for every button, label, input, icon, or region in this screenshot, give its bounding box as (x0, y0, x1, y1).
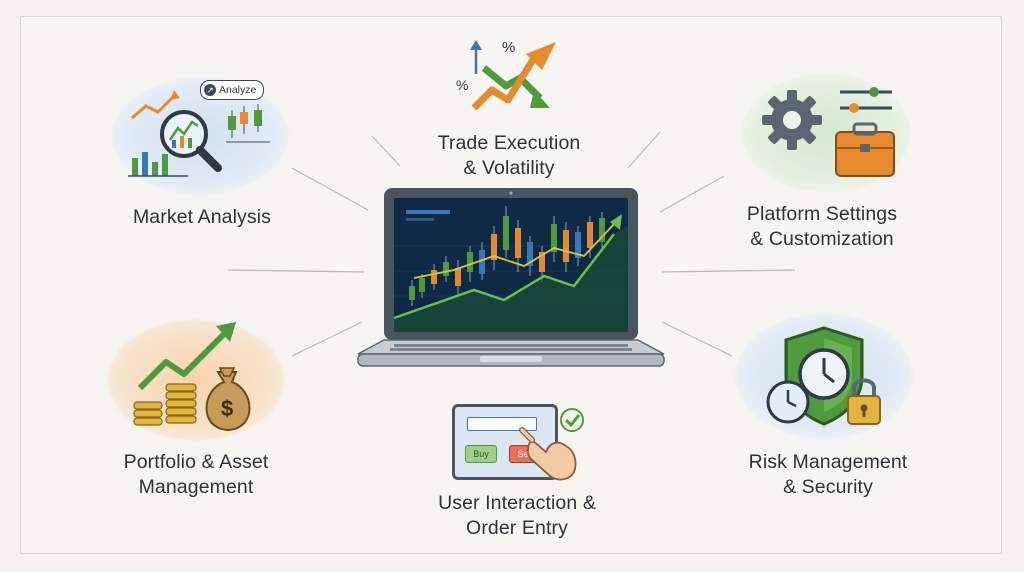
connector-risk (661, 321, 733, 357)
analyze-badge-label: Analyze (219, 84, 257, 96)
market-analysis-icon (128, 90, 270, 177)
platform-settings-label: Platform Settings & Customization (716, 202, 928, 252)
analyze-badge: ↗ Analyze (200, 80, 264, 100)
user-interaction-line1: User Interaction & (438, 492, 596, 514)
trading-laptop (357, 188, 665, 367)
buy-button[interactable]: Buy (465, 445, 497, 463)
platform-settings-line1: Platform Settings (746, 203, 898, 225)
connector-portfolio (291, 321, 363, 357)
arrow-up-right-icon: ↗ (204, 84, 216, 96)
pointing-hand-icon (519, 408, 584, 481)
trade-execution-icon: % % (456, 39, 556, 111)
user-interaction-line2: Order Entry (466, 517, 568, 539)
risk-label: Risk Management & Security (726, 450, 930, 500)
portfolio-line2: Management (138, 476, 254, 498)
connector-platform-settings (659, 175, 725, 213)
trade-execution-line2: & Volatility (463, 157, 555, 179)
platform-settings-icon (762, 87, 895, 177)
connector-right-middle (661, 269, 796, 273)
dollar-sign-text: $ (221, 396, 233, 421)
candlestick-series (409, 206, 605, 306)
connector-market-analysis (291, 167, 369, 211)
market-analysis-title: Market Analysis (132, 206, 272, 228)
portfolio-label: Portfolio & Asset Management (100, 450, 292, 500)
trade-execution-label: Trade Execution & Volatility (404, 131, 614, 181)
connector-left-middle (227, 269, 365, 273)
risk-line2: & Security (783, 476, 873, 498)
risk-line1: Risk Management (748, 451, 908, 473)
gear-icon (762, 90, 822, 150)
percent-top-text: % (502, 39, 515, 56)
portfolio-icon: $ (133, 322, 251, 432)
risk-icon (766, 326, 881, 426)
connector-trade-execution-right (627, 131, 661, 169)
market-analysis-label: Market Analysis (104, 205, 300, 230)
trade-execution-line1: Trade Execution (437, 132, 581, 154)
portfolio-line1: Portfolio & Asset (123, 451, 269, 473)
padlock-shackle (852, 378, 876, 396)
user-interaction-label: User Interaction & Order Entry (412, 491, 622, 541)
percent-left-text: % (456, 77, 468, 93)
connector-trade-execution (371, 135, 401, 167)
order-input-field (467, 417, 537, 431)
platform-settings-line2: & Customization (750, 228, 894, 250)
